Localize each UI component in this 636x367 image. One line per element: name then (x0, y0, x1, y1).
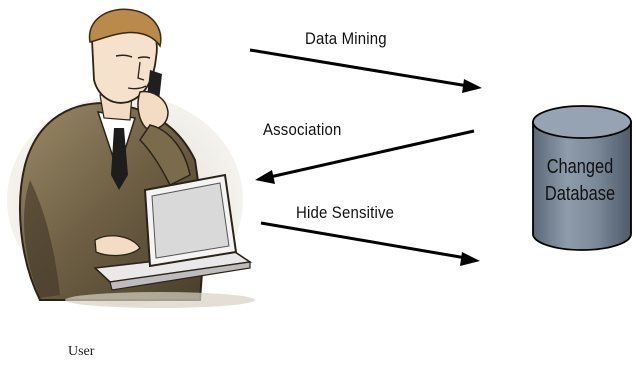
arrow-label-association: Association (263, 120, 342, 139)
database-label-line-2: Database (544, 183, 616, 205)
database-label: Changed Database (539, 154, 621, 208)
arrow-label-hide-sensitive: Hide Sensitive (296, 203, 395, 222)
arrow-data-mining (249, 48, 482, 93)
businessman-at-computer-icon (7, 8, 255, 308)
database-label-line-1: Changed (546, 156, 614, 178)
user-label: User (68, 344, 95, 359)
arrow-hide-sensitive (260, 221, 480, 266)
arrow-association (255, 129, 475, 184)
database-cylinder-icon (532, 105, 632, 251)
arrow-label-data-mining: Data Mining (305, 29, 387, 48)
